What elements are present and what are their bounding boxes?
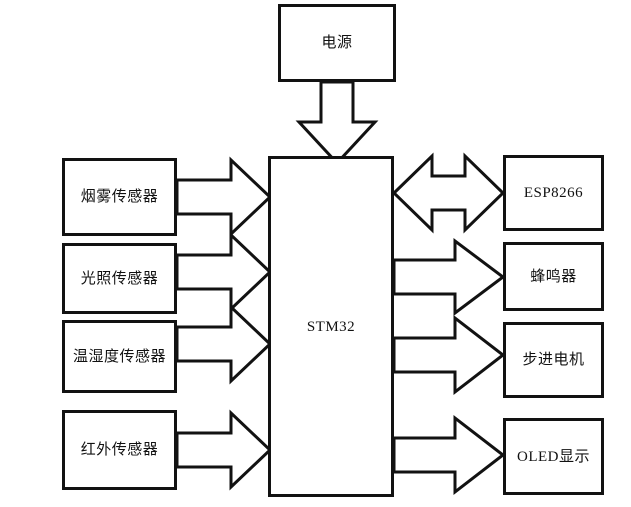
node-buzzer[interactable]: 蜂鸣器 [503,242,604,311]
node-power-supply[interactable]: 电源 [278,4,396,82]
node-stepper-motor-label: 步进电机 [522,352,585,368]
arrow-light-to-controller [175,231,273,313]
node-smoke-sensor[interactable]: 烟雾传感器 [62,158,177,236]
node-controller-stm32[interactable]: STM32 [268,156,394,497]
arrow-infrared-to-controller [175,409,273,491]
arrow-controller-to-oled [392,414,506,496]
node-buzzer-label: 蜂鸣器 [530,268,577,285]
arrow-smoke-to-controller [175,156,273,238]
node-esp8266[interactable]: ESP8266 [503,155,604,231]
node-power-supply-label: 电源 [321,35,353,51]
arrow-controller-to-stepper-motor [392,314,506,396]
arrow-controller-to-esp8266 [391,152,506,234]
node-light-sensor[interactable]: 光照传感器 [62,243,177,314]
arrow-temp-humidity-to-controller [175,303,273,385]
node-temp-humidity-sensor[interactable]: 温湿度传感器 [62,320,177,393]
node-stepper-motor[interactable]: 步进电机 [503,322,604,398]
node-smoke-sensor-label: 烟雾传感器 [80,189,159,205]
node-infrared-sensor-label: 红外传感器 [80,442,159,458]
node-temp-humidity-sensor-label: 温湿度传感器 [72,348,166,365]
arrow-controller-to-buzzer [392,238,506,316]
node-esp8266-label: ESP8266 [523,185,584,201]
node-controller-stm32-label: STM32 [306,318,356,335]
arrow-power-to-controller [295,80,379,166]
node-infrared-sensor[interactable]: 红外传感器 [62,410,177,490]
node-light-sensor-label: 光照传感器 [80,270,159,287]
node-oled-display[interactable]: OLED显示 [503,418,604,495]
node-oled-display-label: OLED显示 [517,448,590,465]
